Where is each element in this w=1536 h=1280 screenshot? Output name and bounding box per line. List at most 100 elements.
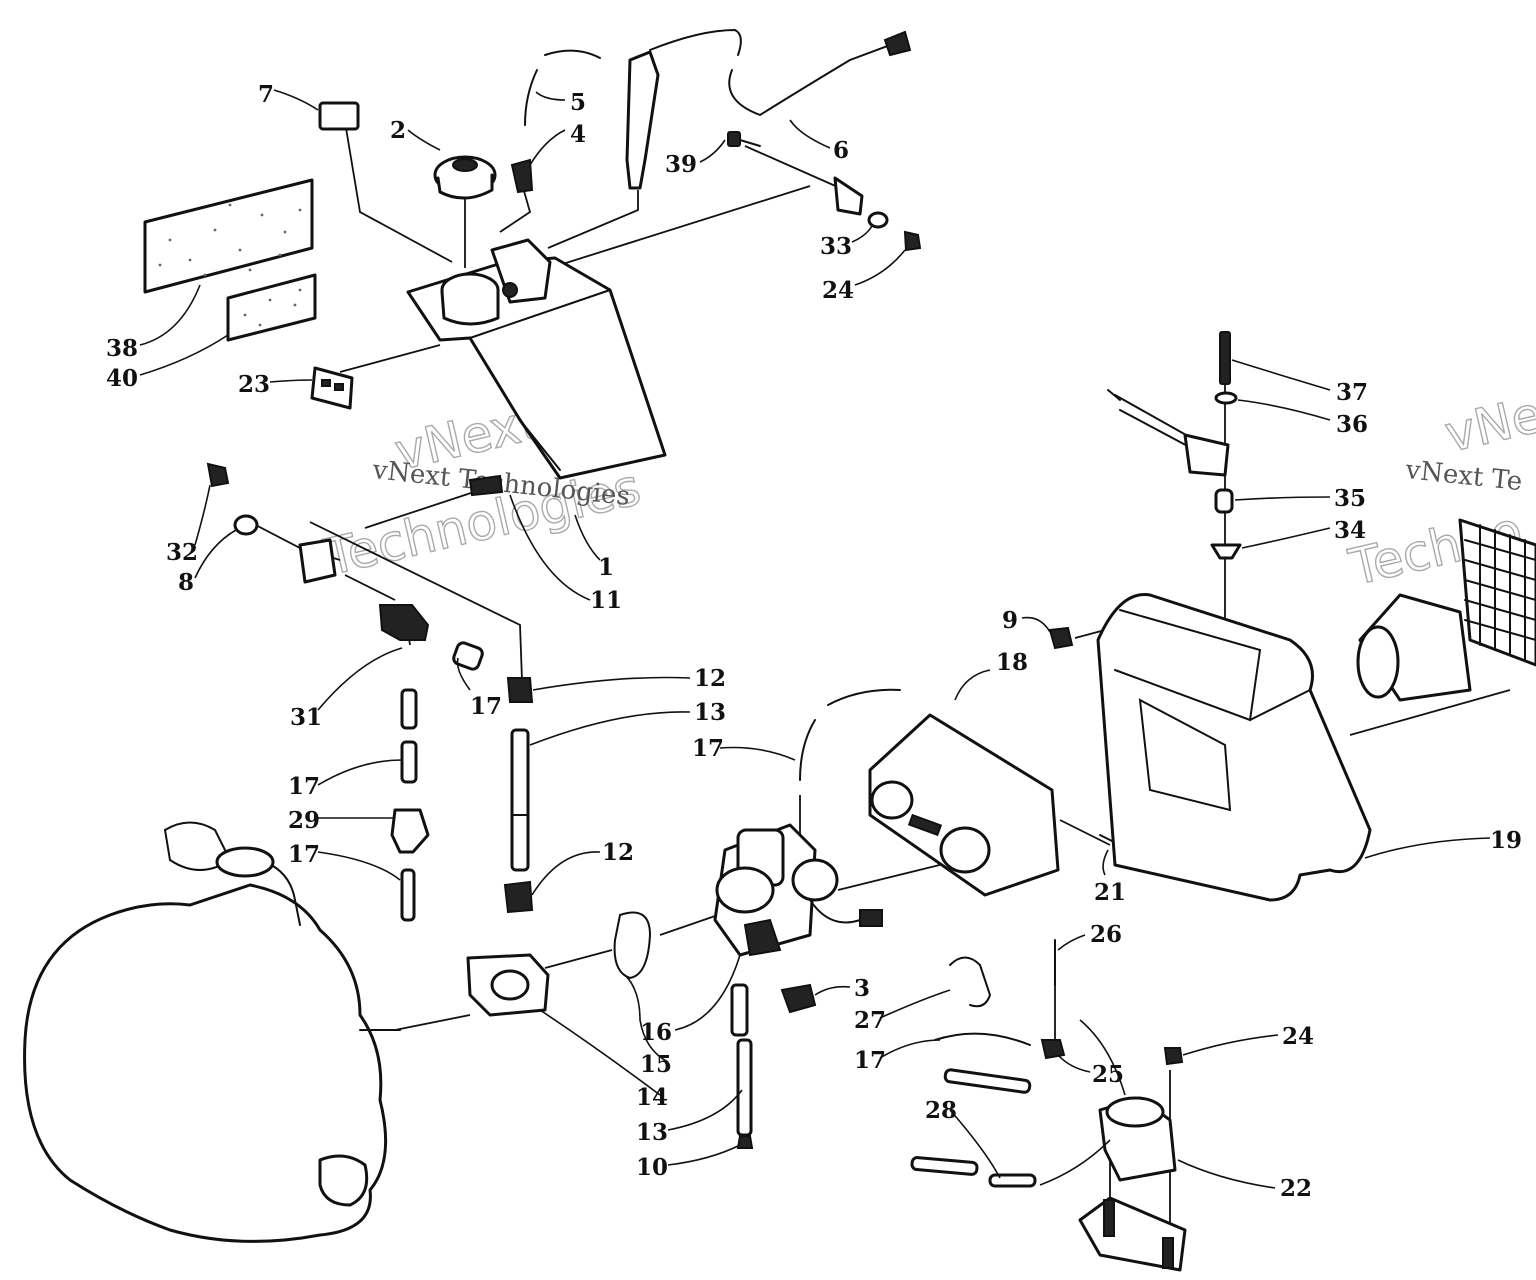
clamp-15 — [613, 911, 652, 980]
hose-17 — [827, 688, 901, 706]
hose-5-lower — [524, 69, 538, 126]
callout-24: 24 — [1282, 1023, 1314, 1050]
callout-17: 17 — [854, 1047, 886, 1074]
callout-22: 22 — [1280, 1175, 1312, 1202]
hose-13c — [736, 1038, 753, 1137]
decal-40 — [226, 273, 317, 342]
callout-28: 28 — [925, 1097, 957, 1124]
fitting-4 — [510, 158, 534, 194]
callout-38: 38 — [106, 335, 138, 362]
hose-13a — [510, 728, 530, 872]
callout-25: 25 — [1092, 1061, 1124, 1088]
decal-7 — [318, 101, 360, 131]
callout-16: 16 — [640, 1019, 672, 1046]
leader-lines — [139, 89, 1491, 1189]
plate-23 — [310, 366, 354, 410]
clip-25 — [1040, 1039, 1066, 1060]
clamp-3 — [780, 983, 817, 1014]
callout-17: 17 — [470, 693, 502, 720]
callout-31: 31 — [290, 704, 322, 731]
callout-8: 8 — [178, 569, 194, 596]
callout-5: 5 — [570, 89, 586, 116]
callout-24: 24 — [822, 277, 854, 304]
washer-36 — [1214, 391, 1238, 405]
clamp-12b — [503, 880, 534, 914]
nut-24 — [903, 230, 922, 252]
callout-labels: 7 2 5 4 6 39 33 24 38 40 23 37 36 35 34 … — [106, 81, 1522, 1202]
callout-37: 37 — [1336, 379, 1368, 406]
callout-13: 13 — [694, 699, 726, 726]
washer-8 — [233, 514, 259, 536]
screw-37 — [1219, 331, 1231, 385]
callout-2: 2 — [390, 117, 406, 144]
callout-29: 29 — [288, 807, 320, 834]
callout-18: 18 — [996, 649, 1028, 676]
screw-9 — [1048, 626, 1074, 650]
callout-3: 3 — [854, 975, 870, 1002]
callout-27: 27 — [854, 1007, 886, 1034]
parts — [23, 28, 1536, 1272]
callout-21: 21 — [1094, 879, 1126, 906]
callout-12: 12 — [694, 665, 726, 692]
fitting-10 — [736, 1135, 754, 1149]
callout-9: 9 — [1002, 607, 1018, 634]
callout-33: 33 — [820, 233, 852, 260]
callout-7: 7 — [258, 81, 274, 108]
callout-17: 17 — [692, 735, 724, 762]
watermark-text: vNext Te — [1403, 455, 1523, 497]
watermark-outline-text: vNe — [1440, 385, 1536, 464]
hose-17-lower — [799, 719, 816, 781]
nut-32 — [206, 462, 230, 488]
grommet-34 — [1210, 543, 1242, 560]
callout-1: 1 — [598, 554, 614, 581]
screw-39 — [727, 131, 761, 147]
callout-23: 23 — [238, 371, 270, 398]
callout-12: 12 — [602, 839, 634, 866]
callout-34: 34 — [1334, 517, 1366, 544]
callout-4: 4 — [570, 121, 586, 148]
carburetor — [713, 823, 883, 957]
engine — [23, 821, 401, 1243]
hose-13b — [730, 983, 749, 1037]
washer-33 — [867, 211, 889, 229]
air-silencer — [868, 713, 1060, 897]
clamp-12a — [506, 677, 534, 703]
intake-flange — [466, 953, 550, 1017]
callout-15: 15 — [640, 1051, 672, 1078]
callout-40: 40 — [106, 365, 138, 392]
callout-36: 36 — [1336, 411, 1368, 438]
nut-24b — [1163, 1047, 1184, 1066]
callout-6: 6 — [833, 137, 849, 164]
oil-tank — [406, 238, 667, 480]
callout-19: 19 — [1490, 827, 1522, 854]
mount-bracket — [833, 176, 864, 216]
fitting-11 — [468, 474, 504, 497]
hose-5 — [544, 49, 601, 59]
callout-11: 11 — [590, 587, 622, 614]
callout-17: 17 — [288, 773, 320, 800]
spacer-35 — [1214, 488, 1234, 514]
callout-17: 17 — [288, 841, 320, 868]
fuel-cap — [433, 155, 497, 200]
fuel-sender — [625, 28, 912, 190]
rod-28a — [943, 1068, 1032, 1094]
callout-39: 39 — [665, 151, 697, 178]
wiring-harness — [1107, 389, 1230, 477]
air-filter — [1356, 518, 1536, 702]
fuel-line-left — [390, 688, 430, 922]
fuel-pump — [1078, 1096, 1187, 1272]
decal-38 — [143, 178, 314, 294]
air-box — [1096, 593, 1372, 902]
callout-10: 10 — [636, 1154, 668, 1181]
rod-28b — [910, 1156, 979, 1176]
callout-35: 35 — [1334, 485, 1366, 512]
callout-32: 32 — [166, 539, 198, 566]
hose-17-bottom — [934, 1032, 1031, 1046]
clamp-27 — [949, 956, 992, 1008]
fuel-pump-bracket — [298, 538, 484, 671]
callout-13: 13 — [636, 1119, 668, 1146]
rod-28c — [988, 1173, 1037, 1188]
callout-14: 14 — [636, 1084, 668, 1111]
callout-26: 26 — [1090, 921, 1122, 948]
